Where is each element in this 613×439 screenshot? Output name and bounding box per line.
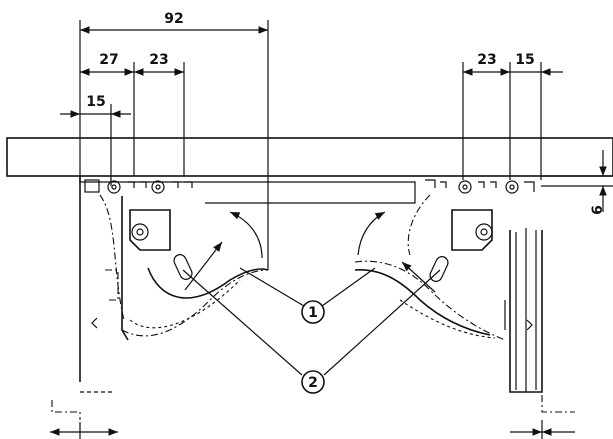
dim-15-left-label: 15 <box>86 94 105 110</box>
dimension-27: 27 <box>80 52 135 176</box>
mounting-plate <box>79 176 416 204</box>
callout-2: 2 <box>301 370 325 394</box>
dimension-15-left: 15 <box>60 94 131 186</box>
dim-6-label: 6 <box>590 205 606 215</box>
dim-23-left-label: 23 <box>149 52 168 68</box>
dim-92-label: 92 <box>164 11 183 27</box>
dim-27-label: 27 <box>99 52 118 68</box>
bottom-right-adjustment <box>510 395 575 439</box>
cabinet-panel <box>6 137 613 177</box>
dim-15-right-label: 15 <box>515 52 534 68</box>
left-door-marker <box>91 317 98 329</box>
right-door <box>509 228 543 393</box>
dimension-23-left: 23 <box>134 52 185 176</box>
right-hinge <box>354 179 535 341</box>
dimension-6: 6 <box>541 150 613 215</box>
dimension-15-right: 15 <box>510 52 563 180</box>
callout-leaders <box>182 267 441 376</box>
callout-1-label: 1 <box>308 305 318 321</box>
left-hinge <box>84 179 269 341</box>
dim-23-right-label: 23 <box>477 52 496 68</box>
callout-2-label: 2 <box>308 375 318 391</box>
bottom-left-adjustment <box>50 391 118 439</box>
callout-1: 1 <box>301 300 325 324</box>
dimension-23-right: 23 <box>462 52 511 180</box>
dimension-92: 92 <box>79 11 269 270</box>
